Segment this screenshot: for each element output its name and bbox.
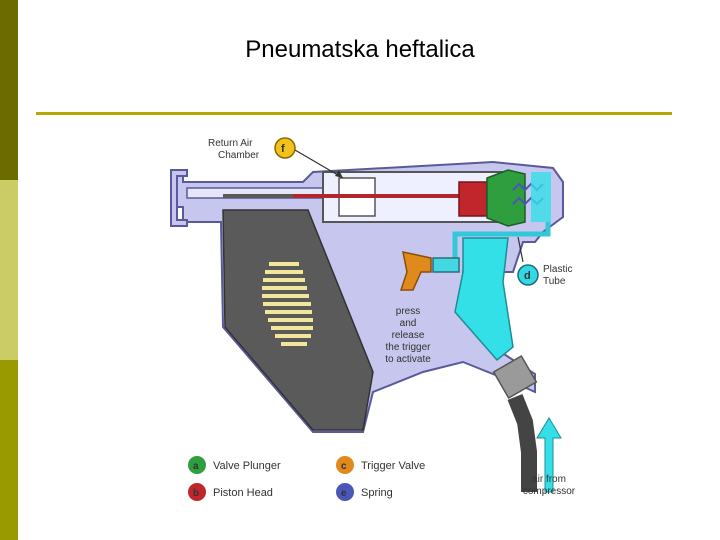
callout-d-line1: Plastic bbox=[543, 264, 572, 275]
air-hose bbox=[507, 394, 537, 492]
piston-rod bbox=[293, 194, 483, 198]
svg-text:the trigger: the trigger bbox=[385, 342, 431, 353]
callout-f-line1: Return Air bbox=[208, 138, 253, 149]
legend-item-spring: e Spring bbox=[336, 483, 393, 501]
legend: a Valve Plunger b Piston Head c Trigger … bbox=[188, 456, 425, 501]
svg-text:Trigger Valve: Trigger Valve bbox=[361, 460, 425, 472]
svg-text:a: a bbox=[193, 461, 199, 472]
instruction-text: press and release the trigger to activat… bbox=[385, 306, 431, 365]
svg-text:to activate: to activate bbox=[385, 354, 431, 365]
legend-item-trigger-valve: c Trigger Valve bbox=[336, 456, 425, 474]
stapler-diagram: Return Air Chamber f d Plastic Tube pres… bbox=[163, 122, 593, 507]
side-bar-middle bbox=[0, 180, 18, 360]
valve-plunger bbox=[486, 169, 526, 227]
piston-head bbox=[458, 181, 488, 217]
callout-f-line2: Chamber bbox=[218, 150, 260, 161]
air-chamber bbox=[454, 237, 514, 362]
title-divider bbox=[36, 112, 672, 115]
grip-texture bbox=[262, 262, 313, 346]
air-source-label: air from compressor bbox=[523, 474, 576, 497]
trigger bbox=[399, 251, 432, 291]
legend-item-piston-head: b Piston Head bbox=[188, 483, 273, 501]
svg-text:press: press bbox=[396, 306, 420, 317]
callout-d-line2: Tube bbox=[543, 276, 566, 287]
svg-text:air from: air from bbox=[532, 474, 566, 485]
air-arrow bbox=[536, 417, 562, 493]
side-bar-bottom bbox=[0, 360, 18, 540]
svg-text:compressor: compressor bbox=[523, 486, 576, 497]
trigger-valve bbox=[432, 257, 460, 273]
svg-text:and: and bbox=[400, 318, 417, 329]
svg-text:release: release bbox=[392, 330, 425, 341]
callout-f-letter: f bbox=[281, 143, 285, 155]
nose-hook bbox=[170, 169, 188, 227]
callout-d-letter: d bbox=[524, 270, 531, 282]
slide-title: Pneumatska heftalica bbox=[245, 36, 475, 63]
stapler-diagram-svg: Return Air Chamber f d Plastic Tube pres… bbox=[163, 122, 593, 507]
air-fitting bbox=[492, 354, 538, 400]
svg-text:Valve Plunger: Valve Plunger bbox=[213, 460, 281, 472]
legend-item-valve-plunger: a Valve Plunger bbox=[188, 456, 281, 474]
svg-text:b: b bbox=[193, 488, 199, 499]
svg-text:c: c bbox=[341, 461, 347, 472]
svg-text:e: e bbox=[341, 488, 347, 499]
svg-text:Piston Head: Piston Head bbox=[213, 487, 273, 499]
callout-plastic-tube: d Plastic Tube bbox=[517, 236, 572, 287]
callout-return-air-chamber: Return Air Chamber f bbox=[208, 137, 344, 179]
side-bar-top bbox=[0, 0, 18, 180]
svg-text:Spring: Spring bbox=[361, 487, 393, 499]
